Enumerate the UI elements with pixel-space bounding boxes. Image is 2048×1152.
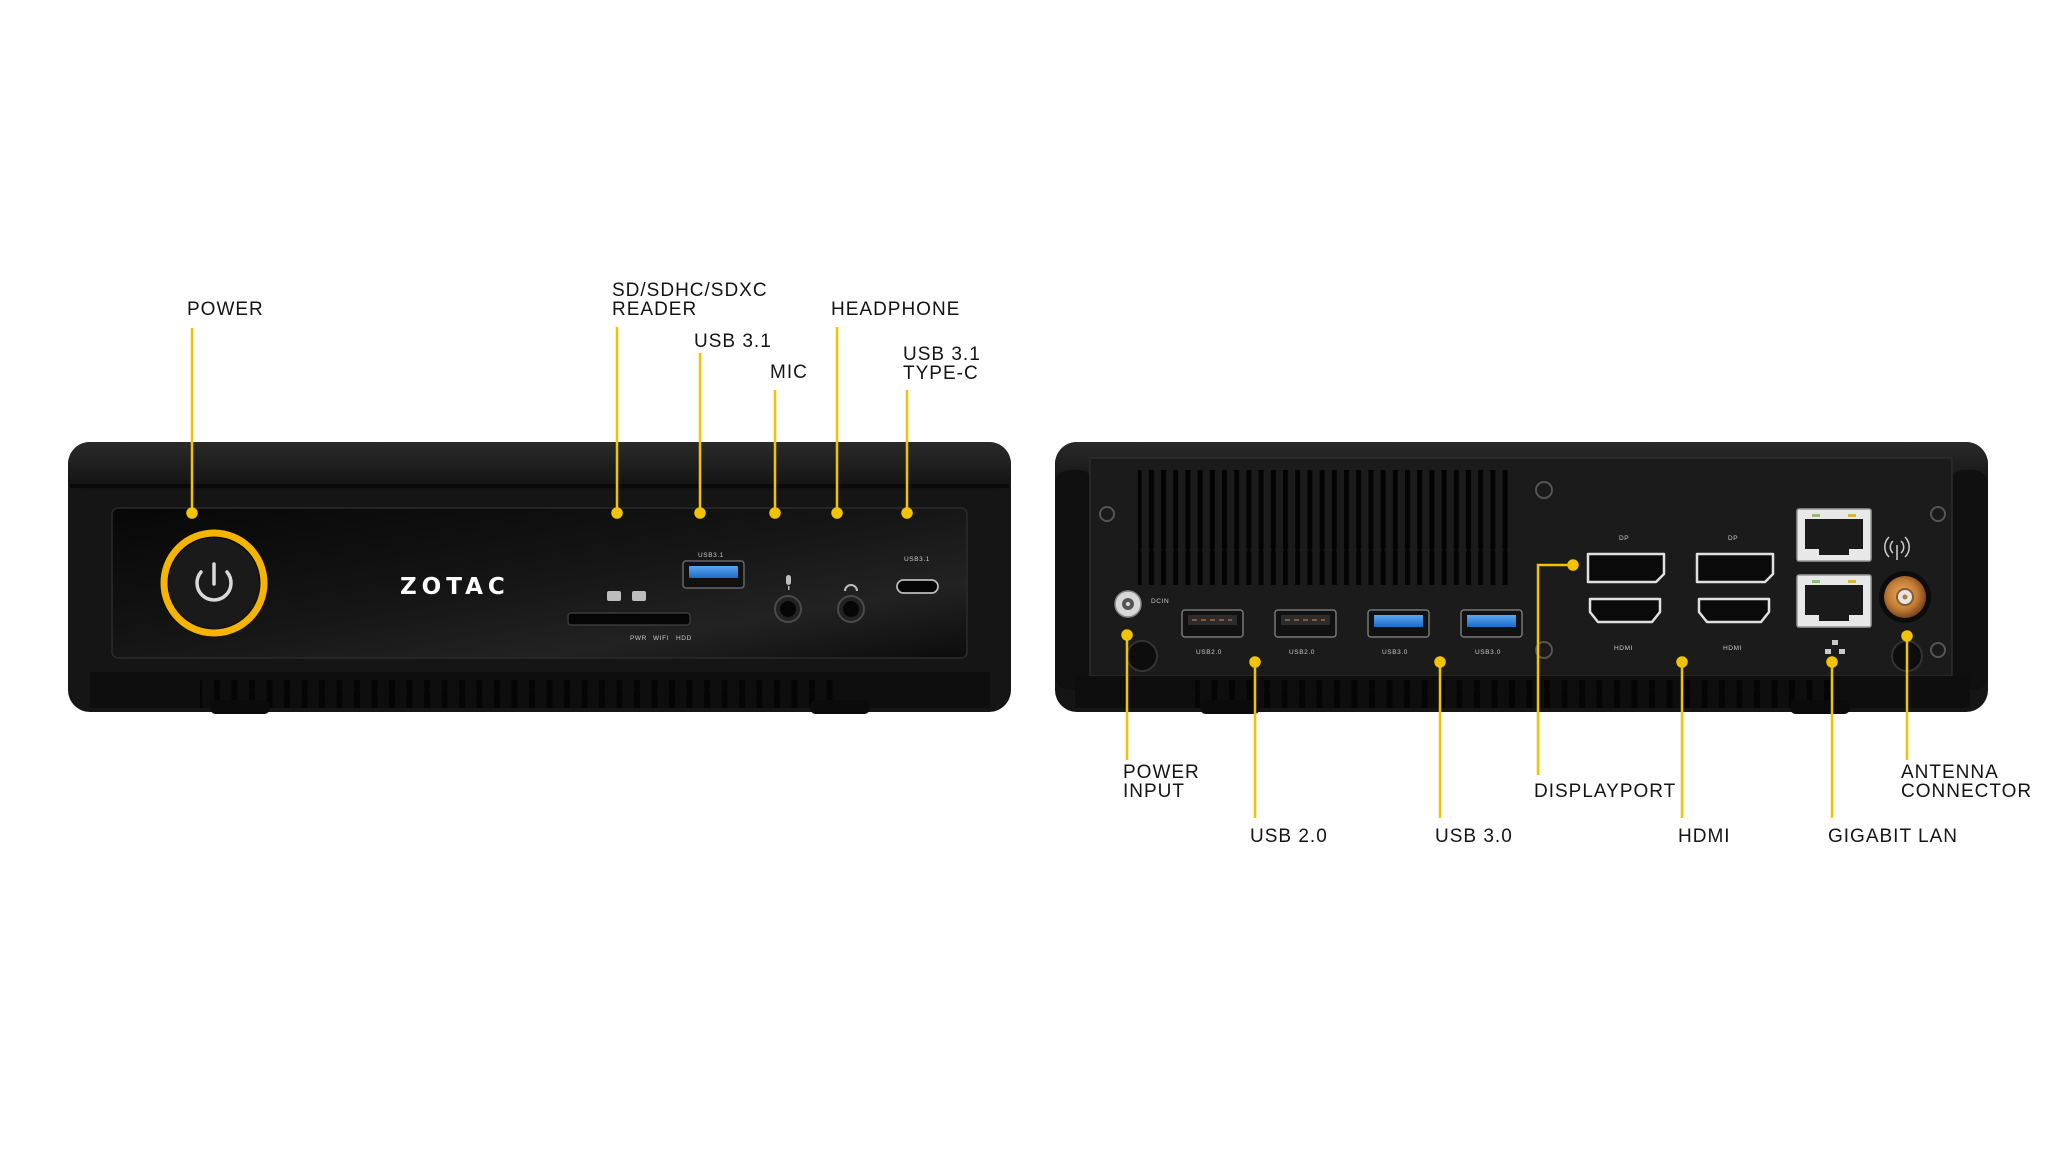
sd-logo-icon [607, 591, 646, 601]
label-power: POWER [187, 299, 264, 320]
thumb-screw [1126, 640, 1923, 672]
dp-label-1: DP [1619, 535, 1629, 542]
label-antenna-connector: ANTENNA CONNECTOR [1901, 762, 2033, 802]
usb20-label-1: USB2.0 [1196, 649, 1222, 656]
usb31-port-label: USB3.1 [698, 552, 724, 559]
lan-port-2[interactable] [1796, 574, 1872, 628]
leader-dot-hdmi [1676, 656, 1688, 668]
leader-dot-displayport [1567, 559, 1579, 571]
leader-dot-headphone [831, 507, 843, 519]
label-usb20: USB 2.0 [1250, 826, 1328, 847]
usb20-port-2[interactable] [1274, 609, 1337, 638]
headphone-jack[interactable] [837, 595, 865, 623]
dp-label-2: DP [1728, 535, 1738, 542]
indicator-labels: PWR WIFI HDD [630, 635, 692, 642]
mic-icon [786, 575, 791, 590]
front-panel [111, 507, 968, 659]
hdmi-label-1: HDMI [1614, 645, 1633, 652]
callout-lines [186, 327, 1913, 818]
usb31-port[interactable] [682, 560, 745, 589]
typec-port-label: USB3.1 [904, 556, 930, 563]
screw-icon [1099, 481, 1946, 659]
front-device: ZOTAC PWR WIFI HDD USB3.1 [68, 442, 1011, 714]
lan-port-1[interactable] [1796, 508, 1872, 562]
svg-text:PWR: PWR [630, 635, 647, 642]
network-icon [1825, 640, 1845, 654]
hdmi-label-2: HDMI [1723, 645, 1742, 652]
power-button[interactable] [160, 529, 268, 637]
leader-dot-mic [769, 507, 781, 519]
dc-power-jack[interactable] [1114, 590, 1142, 618]
brand-logo: ZOTAC [400, 574, 510, 600]
leader-dot-usb31-typec [901, 507, 913, 519]
usb30-port-2[interactable] [1460, 609, 1523, 638]
label-usb31: USB 3.1 [694, 331, 772, 352]
displayport-2[interactable] [1695, 552, 1775, 584]
leader-dot-power-input [1121, 629, 1133, 641]
label-hdmi: HDMI [1678, 826, 1731, 847]
sd-card-slot[interactable] [567, 612, 691, 626]
rear-device: DCIN USB2.0 USB2.0 USB3.0 USB3.0 DP DP [1055, 442, 1988, 714]
label-power-input: POWER INPUT [1123, 762, 1200, 802]
leader-dot-power [186, 507, 198, 519]
label-gigabit-lan: GIGABIT LAN [1828, 826, 1958, 847]
usb-typec-port[interactable] [896, 579, 939, 594]
hdmi-port-2[interactable] [1697, 597, 1771, 624]
headphone-icon [844, 584, 858, 592]
wifi-icon [1884, 536, 1910, 560]
displayport-1[interactable] [1586, 552, 1666, 584]
label-headphone: HEADPHONE [831, 299, 961, 320]
usb30-port-1[interactable] [1367, 609, 1430, 638]
usb30-label-1: USB3.0 [1382, 649, 1408, 656]
usb20-label-2: USB2.0 [1289, 649, 1315, 656]
label-displayport: DISPLAYPORT [1534, 781, 1677, 802]
svg-text:WIFI: WIFI [653, 635, 669, 642]
leader-dot-sd-reader [611, 507, 623, 519]
mic-jack[interactable] [774, 595, 802, 623]
usb20-port-1[interactable] [1181, 609, 1244, 638]
hdmi-port-1[interactable] [1588, 597, 1662, 624]
leader-dot-antenna [1901, 630, 1913, 642]
leader-dot-usb31 [694, 507, 706, 519]
antenna-connector[interactable] [1879, 571, 1931, 623]
svg-text:HDD: HDD [676, 635, 692, 642]
leader-dot-gigabit-lan [1826, 656, 1838, 668]
label-sd-reader: SD/SDHC/SDXC READER [612, 280, 768, 320]
label-usb31-typec: USB 3.1 TYPE-C [903, 344, 981, 384]
label-usb30: USB 3.0 [1435, 826, 1513, 847]
rear-vent [1138, 470, 1510, 585]
label-mic: MIC [770, 362, 808, 383]
dcin-label: DCIN [1151, 598, 1169, 605]
leader-dot-usb20 [1249, 656, 1261, 668]
leader-dot-usb30 [1434, 656, 1446, 668]
leader-displayport [1536, 563, 1573, 775]
usb30-label-2: USB3.0 [1475, 649, 1501, 656]
